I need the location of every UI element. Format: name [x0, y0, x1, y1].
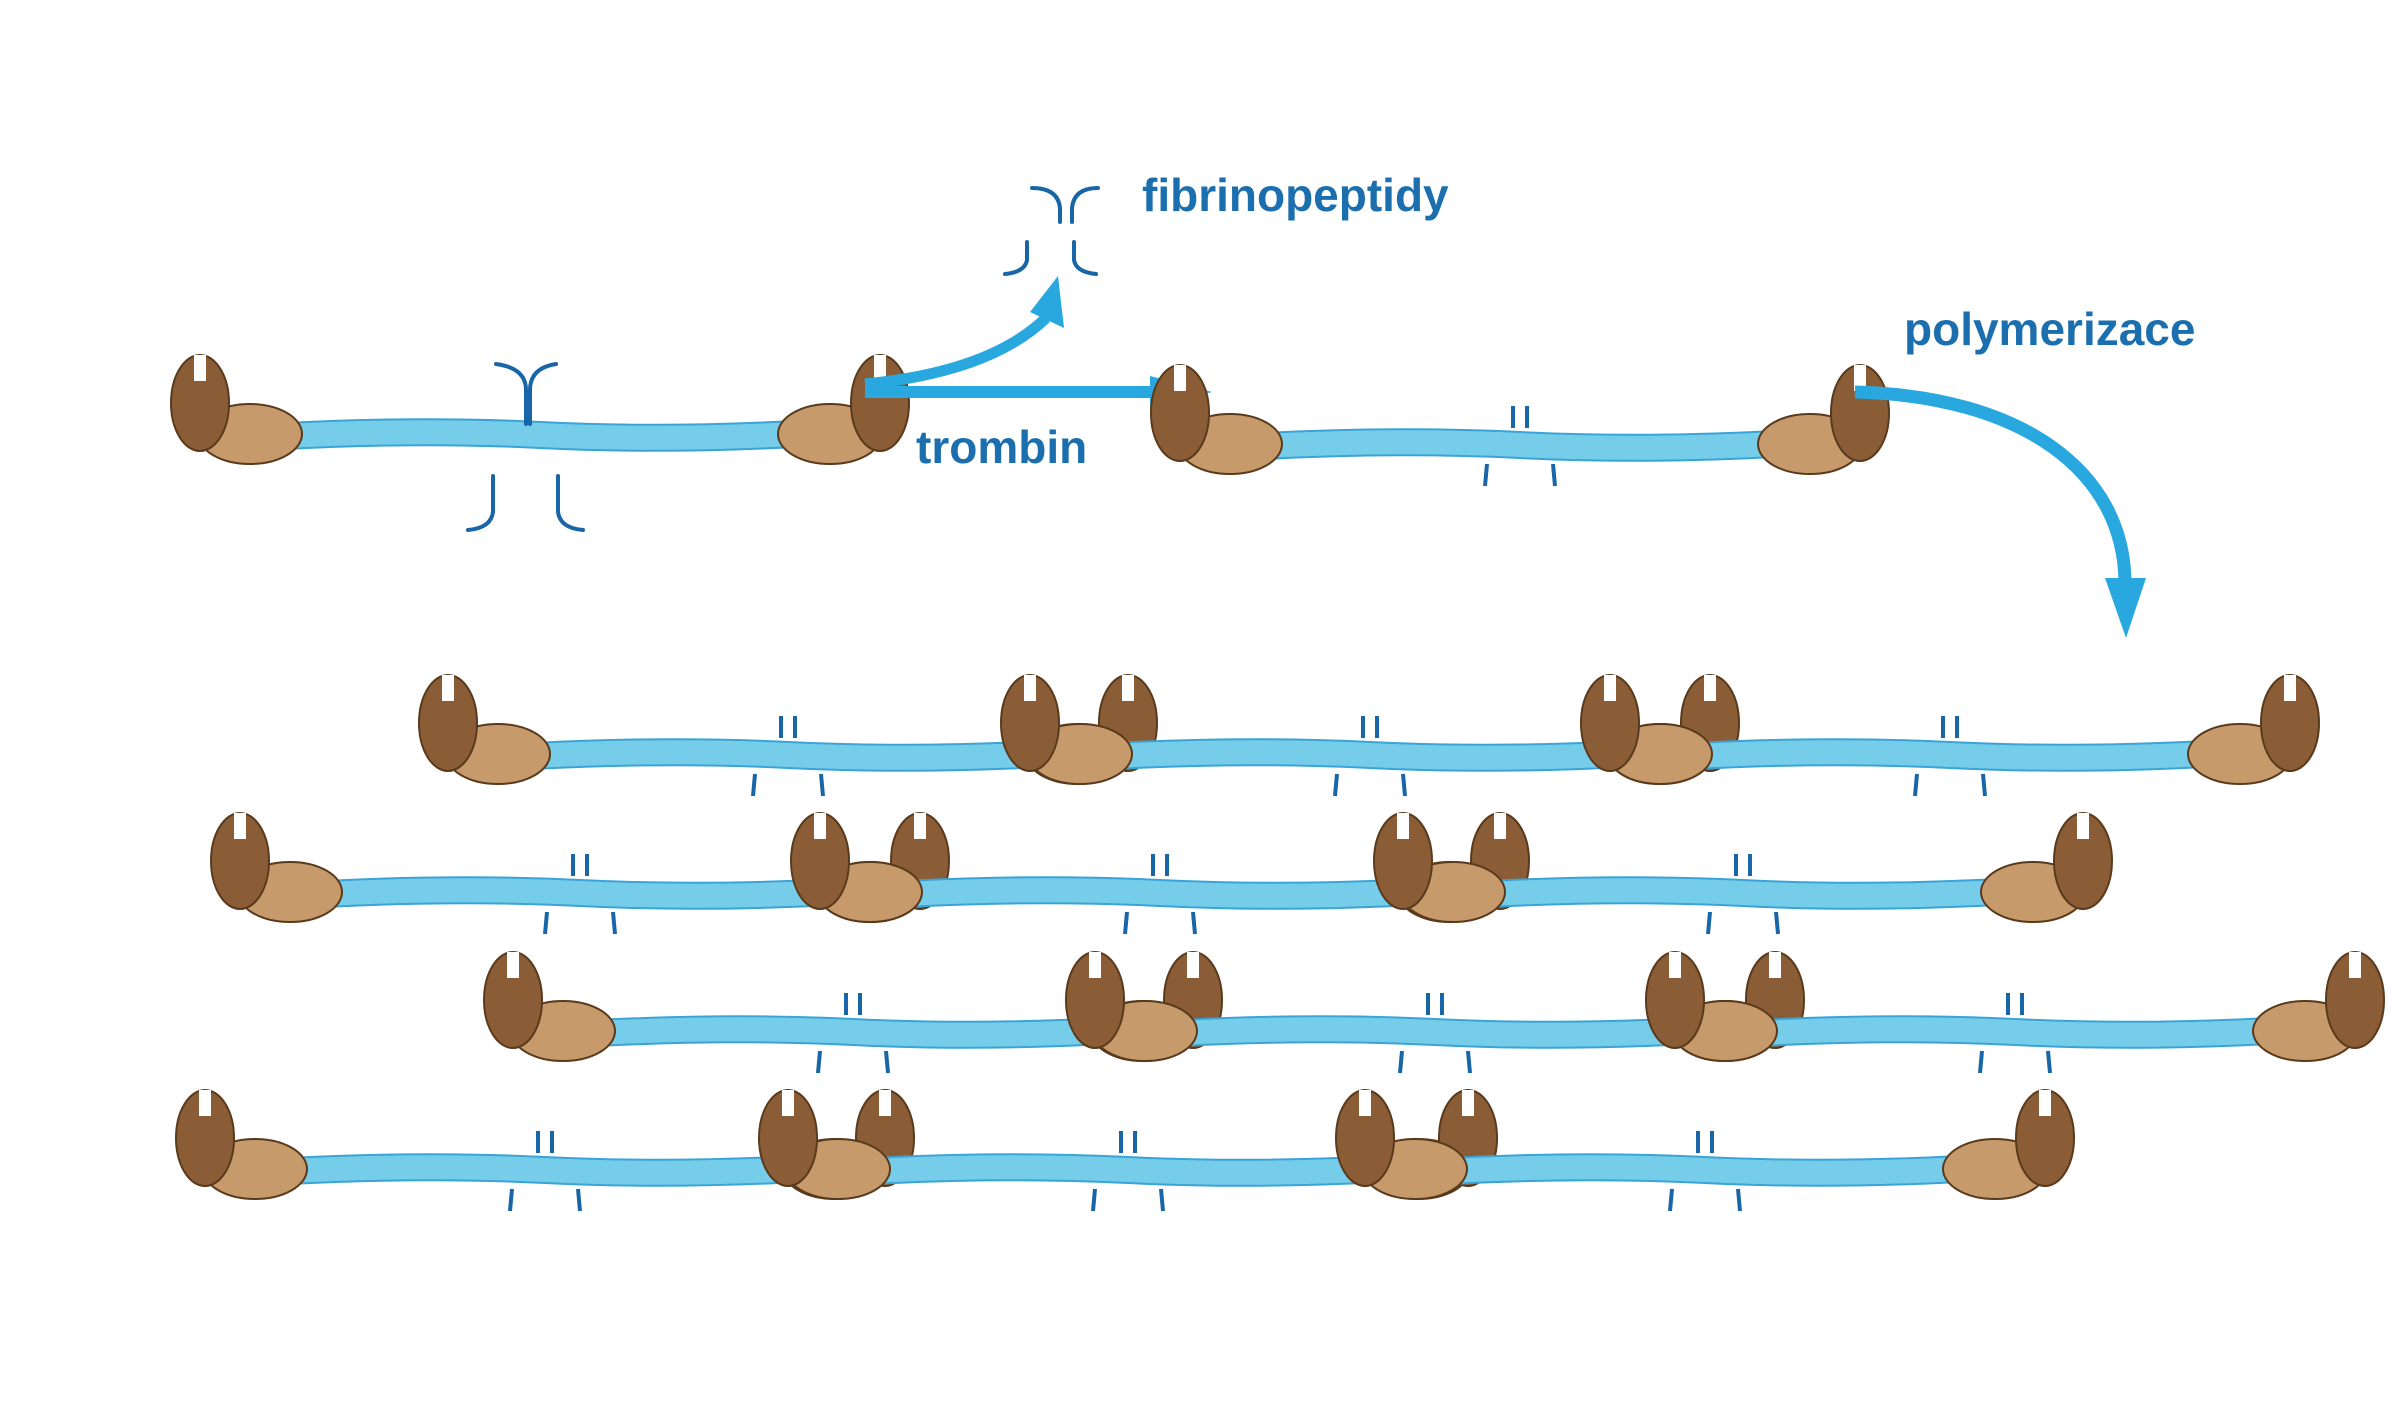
fibrinopeptides-label: fibrinopeptidy	[1142, 169, 1449, 221]
fibrin-polymer-network	[174, 673, 2386, 1213]
attached-fibrinopeptides	[466, 362, 585, 532]
fibrin-monomer	[1149, 363, 1891, 488]
fibrinogen-molecule	[170, 354, 910, 532]
thrombin-label: trombin	[916, 421, 1087, 473]
released-fibrinopeptides	[1003, 186, 1100, 276]
polymerization-label: polymerizace	[1904, 303, 2195, 355]
polymerization-arrow	[1854, 385, 2146, 638]
